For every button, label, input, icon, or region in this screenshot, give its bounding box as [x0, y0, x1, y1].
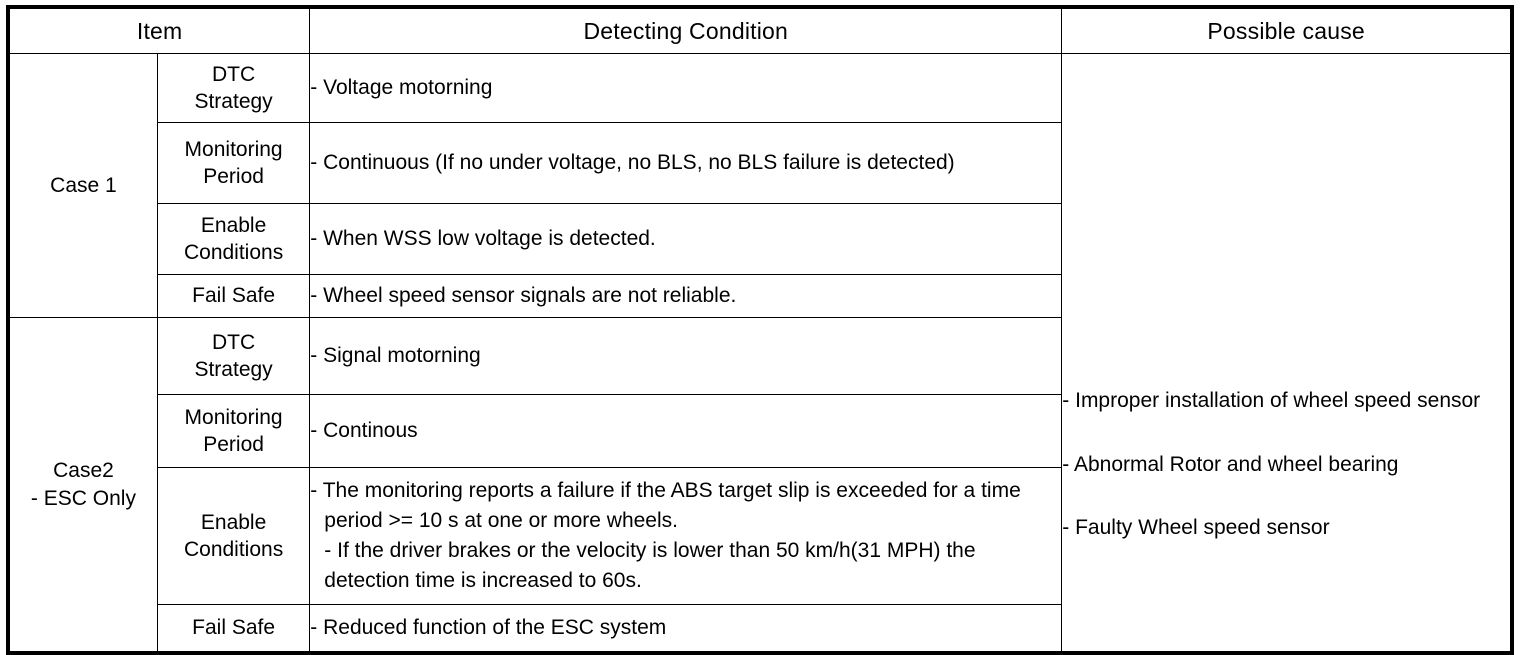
possible-cause-item: - Abnormal Rotor and wheel bearing [1062, 452, 1399, 476]
item-subcell-enable-conditions-case1: Enable Conditions [156, 203, 311, 275]
possible-cause-item: - Improper installation of wheel speed s… [1062, 388, 1481, 412]
condition-cell-monitoring-period-case1: - Continuous (If no under voltage, no BL… [309, 122, 1063, 204]
item-subcell-monitoring-period-case1: Monitoring Period [156, 122, 311, 204]
condition-cell-fail-safe-case2: - Reduced function of the ESC system [309, 604, 1063, 654]
condition-cell-fail-safe-case1: - Wheel speed sensor signals are not rel… [309, 274, 1063, 318]
possible-cause-cell: - Improper installation of wheel speed s… [1061, 53, 1513, 654]
sub-label-line2: Period [203, 433, 264, 456]
condition-text-line2: - If the driver brakes or the velocity i… [324, 539, 976, 592]
sub-label-line2: Strategy [194, 90, 273, 113]
table-row: Fail Safe - Wheel speed sensor signals a… [8, 274, 1512, 318]
case-label-case2: Case2 - ESC Only [7, 317, 158, 654]
condition-text: - Continous [310, 419, 418, 443]
sub-label-line1: Monitoring [184, 405, 283, 429]
table-row: Monitoring Period - Continuous (If no un… [8, 122, 1512, 204]
sub-label-line1: Fail Safe [192, 284, 276, 308]
column-header-item: Item [7, 6, 311, 54]
condition-text: - When WSS low voltage is detected. [310, 227, 656, 251]
item-subcell-dtc-strategy-case2: DTC Strategy [156, 317, 311, 395]
condition-cell-dtc-strategy-case1: - Voltage motorning [309, 53, 1063, 123]
condition-text: - Signal motorning [310, 344, 481, 368]
item-subcell-monitoring-period-case2: Monitoring Period [156, 394, 311, 468]
case2-label-line1: Case2 [53, 459, 114, 483]
table-row: Case 1 DTC Strategy - Voltage motorning … [7, 53, 1513, 654]
case1-label-text: Case 1 [50, 173, 117, 197]
table-header-row: Item Detecting Condition Possible cause [7, 6, 1513, 54]
table-row: Fail Safe - Reduced function of the ESC … [8, 604, 1512, 654]
table-row: Enable Conditions - The monitoring repor… [8, 467, 1512, 605]
condition-cell-enable-conditions-case2: - The monitoring reports a failure if th… [309, 467, 1063, 605]
condition-cell-enable-conditions-case1: - When WSS low voltage is detected. [309, 203, 1063, 275]
table-row: Monitoring Period - Continous [8, 394, 1512, 468]
condition-text: - Wheel speed sensor signals are not rel… [310, 284, 737, 308]
condition-text: - Reduced function of the ESC system [310, 616, 667, 640]
sub-label-line2: Conditions [183, 241, 284, 264]
item-subcell-fail-safe-case1: Fail Safe [156, 274, 311, 318]
sub-label-line1: Enable [200, 510, 267, 534]
possible-cause-list: - Improper installation of wheel speed s… [1062, 162, 1510, 543]
condition-text-line1: - The monitoring reports a failure if th… [310, 479, 1021, 533]
table-row: Enable Conditions - When WSS low voltage… [8, 203, 1512, 275]
sub-label-line2: Conditions [183, 538, 284, 561]
case-label-case1: Case 1 [7, 53, 158, 318]
dtc-detection-table: Item Detecting Condition Possible cause … [6, 5, 1514, 655]
condition-text: - Continuous (If no under voltage, no BL… [310, 151, 955, 175]
sub-label-line1: DTC [212, 330, 256, 354]
case2-label-line2: - ESC Only [30, 486, 136, 510]
column-header-possible-cause: Possible cause [1061, 6, 1513, 54]
sub-label-line2: Strategy [194, 358, 273, 381]
item-subcell-enable-conditions-case2: Enable Conditions [156, 467, 311, 605]
condition-cell-monitoring-period-case2: - Continous [309, 394, 1063, 468]
sub-label-line1: Monitoring [184, 137, 283, 161]
item-subcell-fail-safe-case2: Fail Safe [156, 604, 311, 654]
sub-label-line1: Fail Safe [192, 616, 276, 640]
column-header-detecting-condition: Detecting Condition [309, 6, 1063, 54]
item-subcell-dtc-strategy-case1: DTC Strategy [156, 53, 311, 123]
condition-cell-dtc-strategy-case2: - Signal motorning [309, 317, 1063, 395]
possible-cause-item: - Faulty Wheel speed sensor [1062, 516, 1330, 540]
sub-label-line2: Period [203, 165, 264, 188]
sub-label-line1: Enable [200, 213, 267, 237]
table-row: Case2 - ESC Only DTC Strategy - Signal m… [7, 317, 1512, 654]
condition-text: - Voltage motorning [310, 76, 493, 100]
sub-label-line1: DTC [212, 62, 256, 86]
